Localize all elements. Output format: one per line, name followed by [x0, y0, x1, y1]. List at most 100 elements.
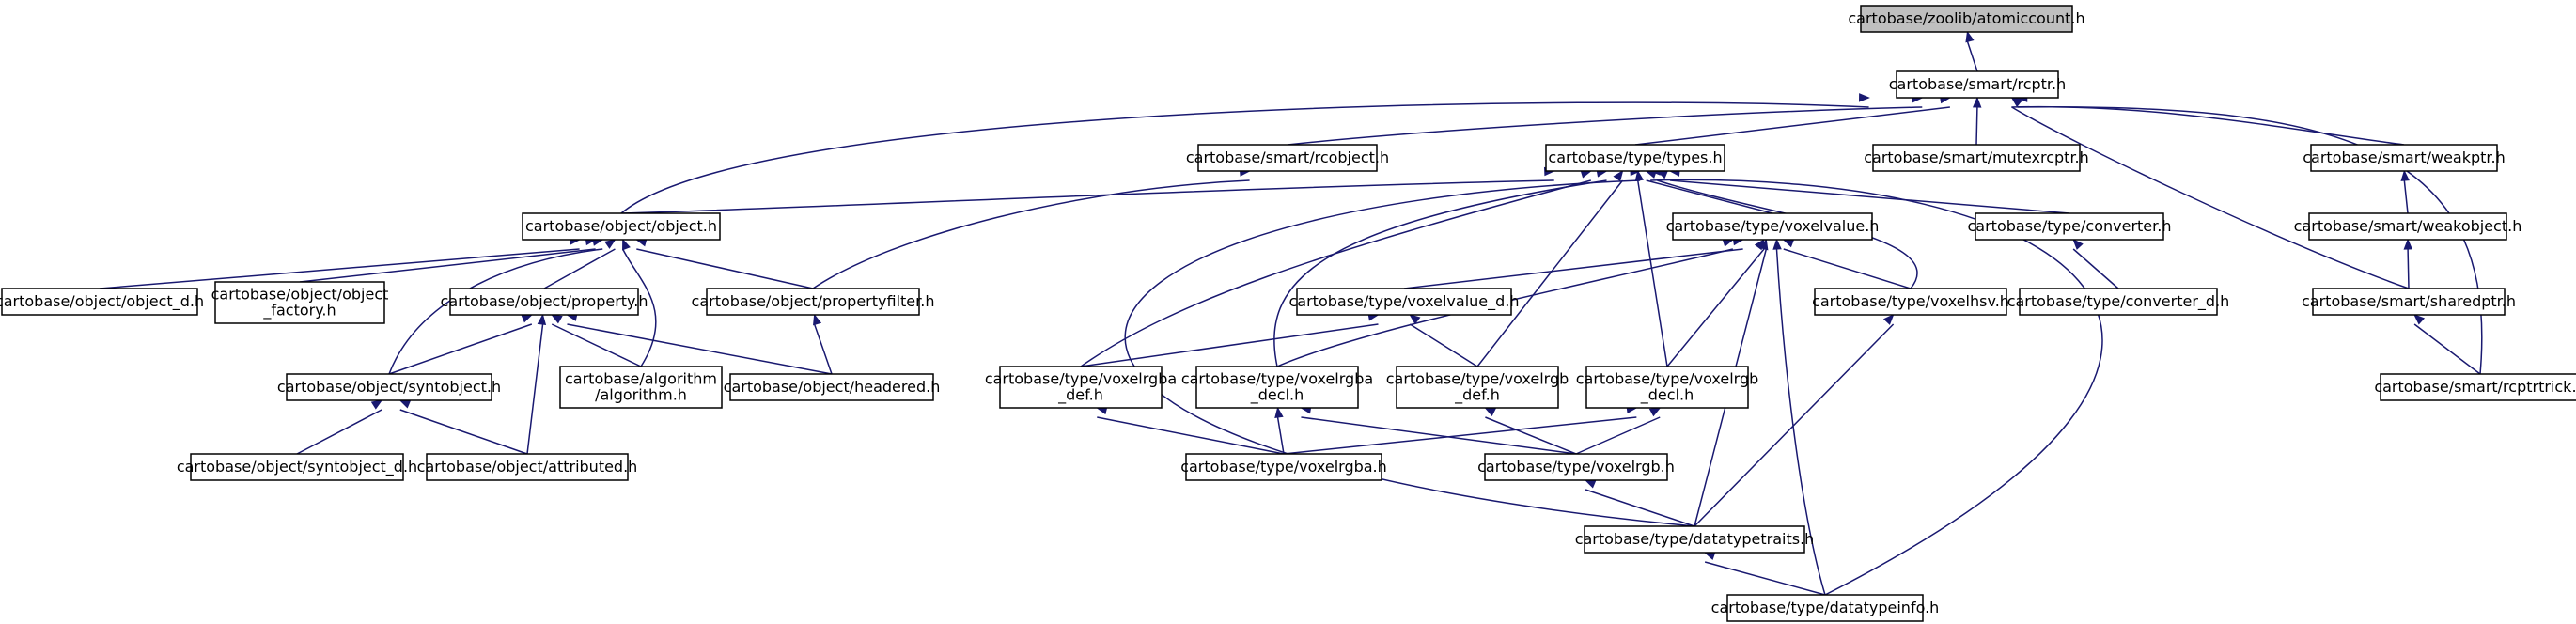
edge-voxelvalue_d-to-voxelvalue [1403, 236, 1744, 289]
edge-headered-to-property [566, 312, 833, 375]
node-voxelvalue[interactable]: cartobase/type/voxelvalue.h [1666, 212, 1880, 241]
node-label: _decl.h [1250, 386, 1304, 405]
node-label: _decl.h [1640, 386, 1694, 405]
edge-voxelrgb_def-to-types [1476, 169, 1624, 367]
edge-voxelrgba-to-voxelrgba_decl [1274, 406, 1285, 455]
node-box [214, 281, 385, 324]
node-label: cartobase/type/voxelvalue_d.h [1288, 292, 1519, 311]
edge-mutexrcptr-to-rcptr [1972, 96, 1982, 146]
node-atomiccount: cartobase/zoolib/atomiccount.h [1848, 5, 2085, 33]
edge-voxelrgba_def-to-types [1080, 169, 1593, 367]
node-object_d[interactable]: cartobase/object/object_d.h [0, 288, 204, 316]
node-converter_d[interactable]: cartobase/type/converter_d.h [2007, 288, 2230, 316]
node-algorithm[interactable]: cartobase/algorithm/algorithm.h [559, 366, 723, 409]
node-label: cartobase/smart/mutexrcptr.h [1864, 148, 2089, 166]
node-voxelrgba_decl[interactable]: cartobase/type/voxelrgba_decl.h [1181, 366, 1373, 409]
node-voxelrgb[interactable]: cartobase/type/voxelrgb.h [1477, 453, 1675, 481]
node-label: cartobase/smart/rcobject.h [1186, 148, 1389, 166]
node-box [2310, 144, 2498, 172]
node-label: cartobase/type/voxelrgba.h [1180, 458, 1387, 476]
node-box [1195, 366, 1359, 409]
node-weakobject[interactable]: cartobase/smart/weakobject.h [2294, 212, 2522, 241]
edge-sharedptr-to-weakobject [2403, 238, 2413, 289]
edge-datatypetraits-to-voxelhsv [1694, 314, 1895, 527]
edge-datatypeinfo-to-datatypetraits [1703, 552, 1826, 596]
node-propertyfilter[interactable]: cartobase/object/propertyfilter.h [692, 288, 935, 316]
node-syntobject[interactable]: cartobase/object/syntobject.h [277, 373, 501, 401]
node-voxelrgba_def[interactable]: cartobase/type/voxelrgba_def.h [985, 366, 1177, 409]
edge-weakptr-to-rcptr [2009, 93, 2405, 146]
node-object_factory[interactable]: cartobase/object/object_factory.h [211, 281, 389, 324]
edge-voxelrgb_decl-to-voxelvalue [1666, 238, 1765, 367]
node-mutexrcptr[interactable]: cartobase/smart/mutexrcptr.h [1864, 144, 2089, 172]
node-datatypetraits[interactable]: cartobase/type/datatypetraits.h [1575, 525, 1815, 554]
edge-voxelhsv-to-voxelvalue [1782, 239, 1912, 289]
node-box [2308, 212, 2507, 241]
edge-weakobject-to-weakptr [2400, 169, 2410, 214]
node-label: /algorithm.h [595, 386, 687, 404]
edge-rcptrtrick-to-sharedptr [2413, 314, 2481, 375]
node-label: cartobase/smart/weakptr.h [2303, 148, 2506, 166]
node-voxelvalue_d[interactable]: cartobase/type/voxelvalue_d.h [1288, 288, 1520, 316]
node-box [449, 288, 639, 316]
edge-voxelrgba_decl-to-types [1273, 168, 1608, 367]
node-box [2019, 288, 2218, 316]
edge-sharedptr-to-rcptr [2010, 97, 2410, 289]
node-box [1584, 525, 1805, 554]
node-voxelhsv[interactable]: cartobase/type/voxelhsv.h [1812, 288, 2009, 316]
node-label: cartobase/type/voxelhsv.h [1812, 292, 2009, 310]
node-box [1814, 288, 2007, 316]
node-box [1860, 5, 2073, 33]
node-rcptr[interactable]: cartobase/smart/rcptr.h [1889, 70, 2067, 99]
node-syntobject_d[interactable]: cartobase/object/syntobject_d.h [177, 453, 417, 481]
node-types[interactable]: cartobase/type/types.h [1545, 144, 1725, 172]
node-box [1396, 366, 1559, 409]
node-box [1872, 144, 2081, 172]
edge-syntobject-to-property [388, 314, 534, 375]
node-sharedptr[interactable]: cartobase/smart/sharedptr.h [2302, 288, 2516, 316]
node-box [1296, 288, 1512, 316]
node-label: cartobase/type/types.h [1548, 148, 1722, 166]
node-label: cartobase/type/voxelrgb [1576, 370, 1759, 388]
node-converter[interactable]: cartobase/type/converter.h [1968, 212, 2172, 241]
node-object[interactable]: cartobase/object/object.h [522, 212, 721, 241]
node-box [1672, 212, 1873, 241]
node-label: cartobase/zoolib/atomiccount.h [1848, 9, 2084, 27]
node-voxelrgba[interactable]: cartobase/type/voxelrgba.h [1180, 453, 1387, 481]
edge-syntobject_d-to-syntobject [296, 399, 383, 455]
node-box [729, 373, 934, 401]
node-label: cartobase/smart/weakobject.h [2294, 217, 2522, 235]
edge-attributed-to-property [526, 313, 547, 455]
edge-voxelrgb-to-voxelrgb_decl [1575, 407, 1662, 455]
node-label: cartobase/object/syntobject.h [277, 378, 501, 396]
node-box [999, 366, 1163, 409]
node-datatypeinfo[interactable]: cartobase/type/datatypeinfo.h [1711, 594, 1940, 622]
node-rcobject[interactable]: cartobase/smart/rcobject.h [1186, 144, 1389, 172]
node-label: cartobase/type/datatypeinfo.h [1711, 599, 1940, 616]
edge-object_d-to-object [99, 236, 581, 289]
node-attributed[interactable]: cartobase/object/attributed.h [417, 453, 638, 481]
node-box [522, 212, 721, 241]
node-label: _factory.h [262, 302, 336, 320]
node-property[interactable]: cartobase/object/property.h [441, 288, 648, 316]
node-label: _def.h [1454, 386, 1500, 405]
edge-propertyfilter-to-rcobject [812, 167, 1251, 289]
node-label: cartobase/object/object_d.h [0, 292, 204, 311]
node-label: cartobase/type/converter_d.h [2007, 292, 2230, 311]
node-voxelrgb_def[interactable]: cartobase/type/voxelrgb_def.h [1386, 366, 1569, 409]
edge-attributed-to-syntobject [398, 399, 528, 455]
node-box [190, 453, 404, 481]
node-weakptr[interactable]: cartobase/smart/weakptr.h [2303, 144, 2506, 172]
nodes-layer: cartobase/zoolib/atomiccount.h cartobase/… [0, 5, 2576, 622]
edge-voxelrgb-to-voxelrgba_decl [1300, 405, 1577, 455]
node-rcptrtrick[interactable]: cartobase/smart/rcptrtrick.h [2374, 373, 2576, 401]
node-label: _def.h [1057, 386, 1103, 405]
node-label: cartobase/type/voxelrgb [1386, 370, 1569, 388]
node-label: cartobase/object/object.h [525, 217, 717, 235]
node-box [1484, 453, 1668, 481]
node-headered[interactable]: cartobase/object/headered.h [724, 373, 941, 401]
node-voxelrgb_decl[interactable]: cartobase/type/voxelrgb_decl.h [1576, 366, 1759, 409]
edge-datatypetraits-to-voxelrgb [1584, 479, 1695, 527]
edge-converter-to-types [1668, 167, 2070, 214]
node-label: cartobase/object/property.h [441, 292, 648, 310]
